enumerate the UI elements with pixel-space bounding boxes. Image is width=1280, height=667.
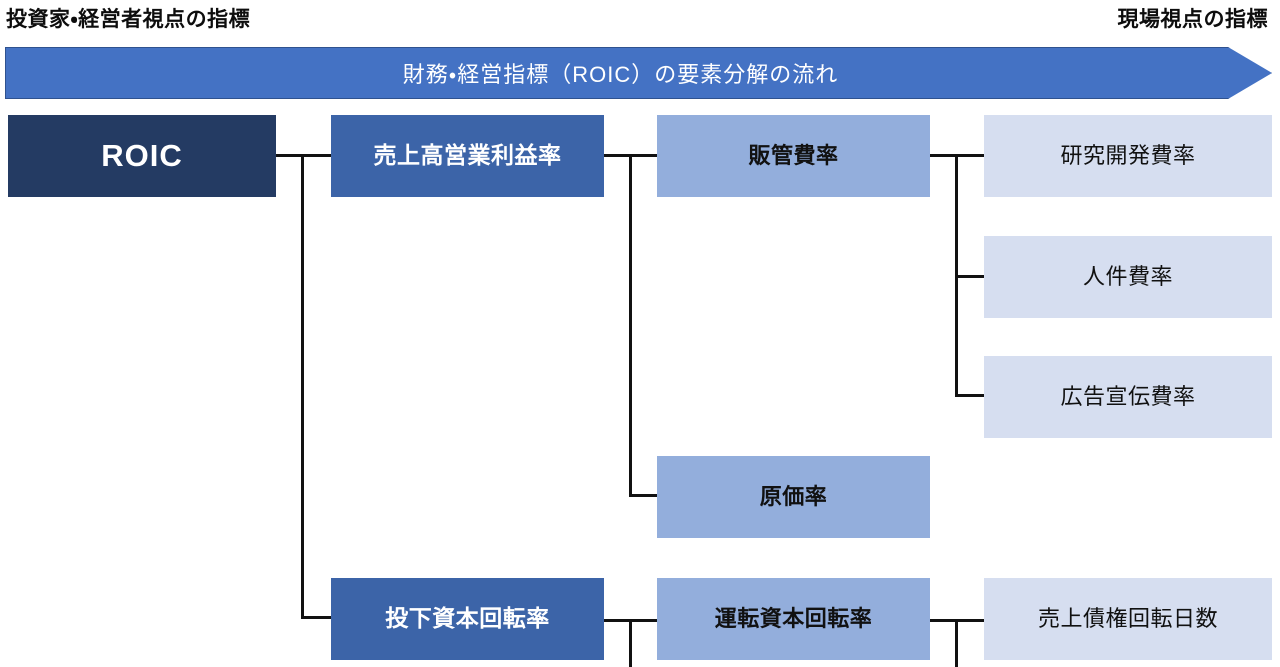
connector-root-stub <box>276 154 304 157</box>
node-advertising-expense-ratio[interactable]: 広告宣伝費率 <box>984 356 1272 438</box>
connector-opm-to-cogs <box>629 494 658 497</box>
connector-opm-stub <box>604 154 632 157</box>
connector-root-to-opm <box>301 154 332 157</box>
node-working-capital-turnover[interactable]: 運転資本回転率 <box>657 578 930 660</box>
connector-sga-to-ad <box>955 394 985 397</box>
connector-turnover-stub <box>604 619 632 622</box>
connector-wc-to-ar <box>955 619 985 622</box>
flow-banner: 財務・経営指標（ROIC）の要素分解の流れ <box>5 47 1272 99</box>
connector-root-trunk <box>301 154 304 619</box>
connector-opm-to-sga <box>629 154 658 157</box>
node-receivables-turnover-days[interactable]: 売上債権回転日数 <box>984 578 1272 660</box>
connector-sga-to-rnd <box>955 154 985 157</box>
node-invested-capital-turnover[interactable]: 投下資本回転率 <box>331 578 604 660</box>
connector-root-to-turnover <box>301 616 332 619</box>
node-sga-ratio[interactable]: 販管費率 <box>657 115 930 197</box>
node-roic[interactable]: ROIC <box>8 115 276 197</box>
banner-arrow-shape <box>5 47 1272 99</box>
node-cogs-ratio[interactable]: 原価率 <box>657 456 930 538</box>
connector-wc-stub <box>930 619 958 622</box>
node-operating-margin[interactable]: 売上高営業利益率 <box>331 115 604 197</box>
node-labor-cost-ratio[interactable]: 人件費率 <box>984 236 1272 318</box>
node-rnd-expense-ratio[interactable]: 研究開発費率 <box>984 115 1272 197</box>
connector-wc-trunk <box>955 619 958 667</box>
connector-sga-to-labor <box>955 275 985 278</box>
connector-opm-trunk <box>629 154 632 497</box>
header-label-right: 現場視点の指標 <box>1117 8 1268 31</box>
header-label-left: 投資家・経営者視点の指標 <box>6 8 251 31</box>
banner-title: 財務・経営指標（ROIC）の要素分解の流れ <box>402 62 839 87</box>
connector-sga-stub <box>930 154 958 157</box>
connector-turnover-to-wc <box>629 619 658 622</box>
connector-turnover-trunk <box>629 619 632 667</box>
